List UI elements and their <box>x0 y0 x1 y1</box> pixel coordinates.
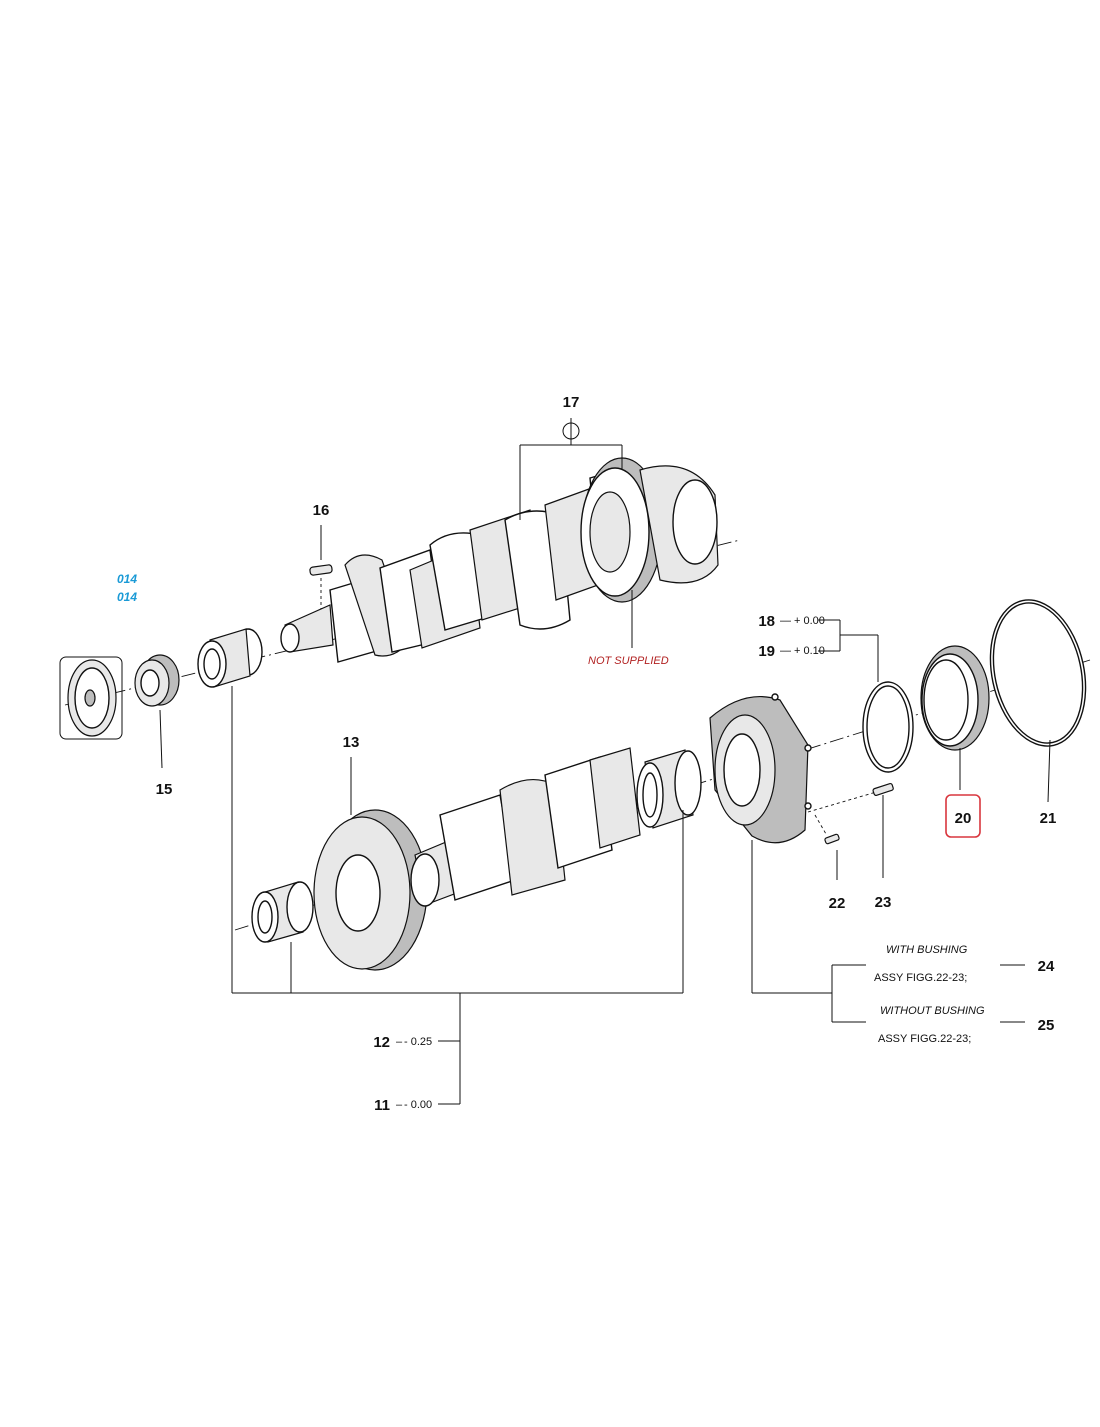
callout-13[interactable]: 13 <box>343 734 360 751</box>
small-gear-left <box>59 656 123 740</box>
callout-24[interactable]: 24 <box>1038 958 1055 975</box>
callout-18[interactable]: 18 <box>758 613 775 630</box>
assy-note-24: ASSY FIGG.22-23; <box>874 972 967 984</box>
ref-link-a[interactable]: 014 <box>117 572 137 586</box>
callout-12[interactable]: 12 <box>373 1034 390 1051</box>
crankshaft-bottom[interactable] <box>410 747 641 907</box>
rear-cover-housing[interactable] <box>709 693 812 844</box>
callout-17[interactable]: 17 <box>563 394 580 411</box>
callout-25[interactable]: 25 <box>1038 1017 1055 1034</box>
dowel-pin-part-22[interactable] <box>814 814 840 845</box>
value-12: - 0.25 <box>404 1036 432 1048</box>
bearing-shell-upper[interactable] <box>197 628 263 688</box>
dash-18: — <box>780 615 791 627</box>
value-18: + 0.00 <box>794 615 825 627</box>
snap-ring-part-18-19[interactable] <box>862 681 914 773</box>
dash-11: – <box>396 1099 403 1111</box>
bracket-18-19 <box>818 619 879 682</box>
highlight-box-20 <box>945 794 981 838</box>
stud-part-23[interactable] <box>872 782 894 878</box>
bracket-lower-right <box>751 840 1025 1023</box>
callout-11[interactable]: 11 <box>374 1097 390 1114</box>
callout-16[interactable]: 16 <box>313 502 330 519</box>
callout-20[interactable]: 20 <box>955 810 972 827</box>
thrust-washer-part-13[interactable] <box>313 757 428 971</box>
value-19: + 0.10 <box>794 645 825 657</box>
dash-12: – <box>396 1036 403 1048</box>
assy-note-25: ASSY FIGG.22-23; <box>878 1033 971 1045</box>
bearing-shell-lower[interactable] <box>251 881 314 943</box>
callout-19[interactable]: 19 <box>758 643 775 660</box>
crankshaft-top[interactable] <box>280 457 719 663</box>
bracket-lower-left <box>231 686 684 1105</box>
callout-22[interactable]: 22 <box>829 895 846 912</box>
o-ring-part-21[interactable] <box>978 591 1099 803</box>
circle-marker <box>562 422 580 440</box>
bearing-shell-right[interactable] <box>636 749 702 829</box>
bracket-part-17 <box>519 418 633 648</box>
not-supplied-note: NOT SUPPLIED <box>588 655 669 667</box>
gear-part-15[interactable] <box>134 654 180 769</box>
seal-ring-part-20[interactable] <box>920 645 990 790</box>
key-part-16[interactable] <box>309 525 333 615</box>
dash-19: — <box>780 645 791 657</box>
ref-link-b[interactable]: 014 <box>117 590 137 604</box>
value-11: - 0.00 <box>404 1099 432 1111</box>
callout-15[interactable]: 15 <box>156 781 173 798</box>
with-bushing-note: WITH BUSHING <box>886 944 968 956</box>
without-bushing-note: WITHOUT BUSHING <box>880 1005 985 1017</box>
callout-21[interactable]: 21 <box>1040 810 1057 827</box>
callout-23[interactable]: 23 <box>875 894 892 911</box>
